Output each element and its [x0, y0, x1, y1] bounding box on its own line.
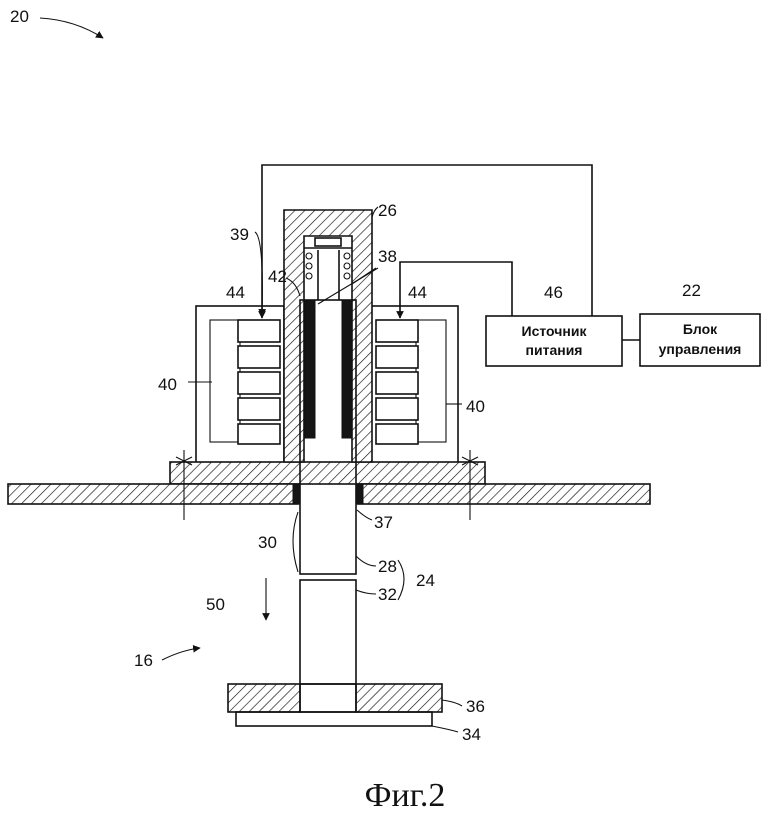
label-44-left: 44 [226, 283, 245, 302]
label-34: 34 [462, 725, 481, 744]
label-39: 39 [230, 225, 249, 244]
mounting-plate-right [357, 483, 651, 505]
base-flange [169, 461, 486, 485]
coil-housing-left [195, 305, 285, 465]
seal-left [292, 483, 301, 505]
coil-housing-right [359, 305, 459, 465]
label-42: 42 [268, 267, 287, 286]
seal-right [355, 483, 364, 505]
label-26: 26 [378, 201, 397, 220]
label-38: 38 [378, 247, 397, 266]
leader-lines [39, 17, 463, 733]
label-46: 46 [544, 283, 563, 302]
label-20: 20 [10, 7, 29, 26]
power-supply-box: Источник питания [485, 315, 623, 367]
lower-shaft [299, 579, 357, 685]
guide-tube [283, 209, 373, 463]
coil-stack-right [375, 319, 419, 445]
label-37: 37 [374, 513, 393, 532]
label-24: 24 [416, 571, 435, 590]
magnet-left [304, 299, 316, 439]
label-32: 32 [378, 585, 397, 604]
label-28: 28 [378, 557, 397, 576]
label-16: 16 [134, 651, 153, 670]
tool-holder [227, 683, 443, 727]
power-box-line1: Источник [522, 323, 588, 339]
control-box-line1: Блок [683, 321, 718, 337]
fastener-left [175, 450, 193, 520]
mounting-plate-left [7, 483, 299, 505]
control-box-line2: управления [659, 341, 742, 357]
label-30: 30 [258, 533, 277, 552]
reference-labels: 20 26 39 38 42 44 44 46 22 40 40 37 30 2… [10, 7, 701, 744]
label-44-right: 44 [408, 283, 427, 302]
coil-stack-left [237, 319, 281, 445]
figure-caption: Фиг.2 [365, 777, 446, 814]
label-40-left: 40 [158, 375, 177, 394]
fastener-right [461, 450, 479, 520]
control-unit-box: Блок управления [639, 313, 761, 367]
label-36: 36 [466, 697, 485, 716]
label-22: 22 [682, 281, 701, 300]
label-50: 50 [206, 595, 225, 614]
label-40-right: 40 [466, 397, 485, 416]
power-box-line2: питания [526, 342, 583, 358]
spring-assembly [304, 237, 352, 280]
magnet-right [341, 299, 353, 439]
wiring [261, 164, 640, 341]
